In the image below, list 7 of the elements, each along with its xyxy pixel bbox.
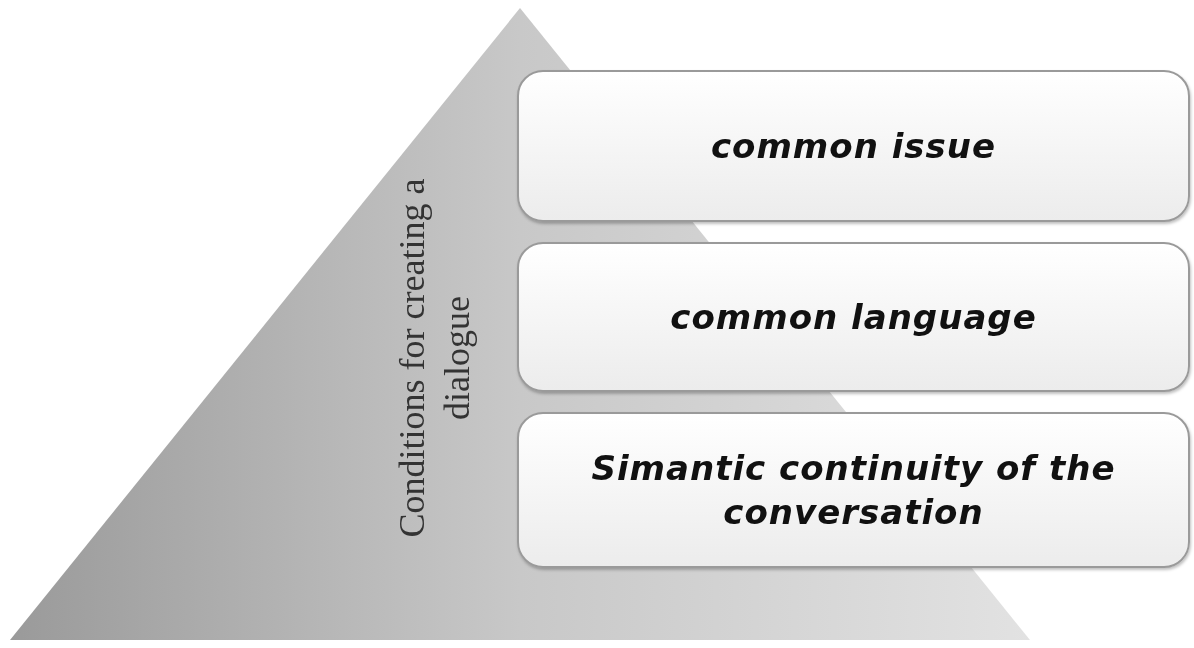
condition-label: common issue — [710, 124, 997, 168]
pyramid-label: Conditions for creating a dialogue — [391, 177, 478, 540]
condition-label: common language — [670, 295, 1037, 339]
condition-label: Simantic continuity of the conversation — [590, 446, 1117, 534]
condition-box — [517, 70, 1190, 222]
condition-box — [517, 412, 1190, 568]
condition-box — [517, 242, 1190, 392]
